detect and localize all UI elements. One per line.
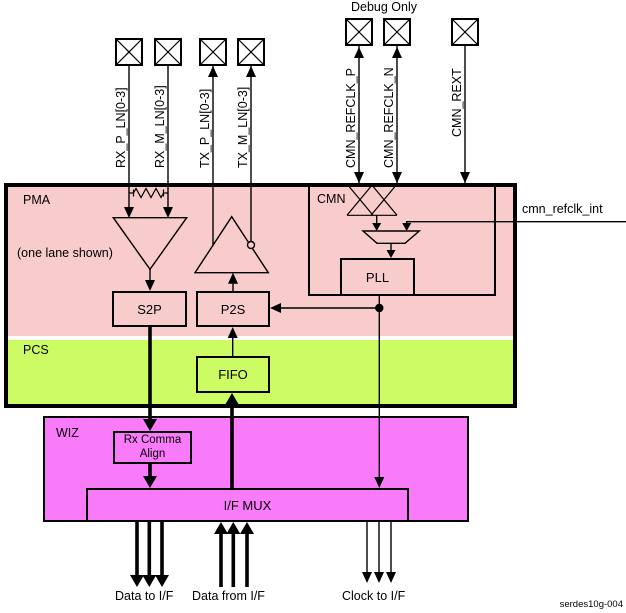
one-lane-note: (one lane shown) [17,246,113,260]
rx-m-pin-label: RX_M_LN[0-3] [152,85,167,168]
if-mux-box: I/F MUX [86,488,409,522]
rext-pin-label: CMN_REXT [449,68,464,137]
pad-rext [451,18,479,46]
p2s-box: P2S [196,291,270,327]
pad-refclk-n [383,18,411,46]
refclk-n-pin-label: CMN_REFCLK_N [381,67,396,168]
s2p-box: S2P [112,291,187,327]
pll-label: PLL [365,269,390,285]
data-from-if-label: Data from I/F [192,589,265,603]
cmn-label: CMN [317,192,346,206]
pad-rx-m [154,38,182,66]
bond-pads [115,18,479,66]
rx-comma-align-label-line1: Rx Comma [123,433,182,446]
pma-label: PMA [23,193,51,207]
fifo-box: FIFO [196,356,270,393]
wiz-label: WIZ [56,426,79,440]
data-to-if-label: Data to I/F [115,589,174,603]
tx-p-pin-label: TX_P_LN[0-3] [197,88,212,168]
if-mux-label: I/F MUX [223,497,272,513]
pad-rx-p [115,38,143,66]
rx-p-pin-label: RX_P_LN[0-3] [113,87,128,168]
fifo-label: FIFO [218,367,248,382]
cmn-refclk-int-label: cmn_refclk_int [522,202,603,216]
p2s-label: P2S [220,301,246,317]
clock-to-if-label: Clock to I/F [342,589,406,603]
pcs-label: PCS [23,343,49,357]
pad-tx-p [199,38,227,66]
pll-box: PLL [340,258,415,296]
refclk-p-pin-label: CMN_REFCLK_P [343,67,358,168]
tx-m-pin-label: TX_M_LN[0-3] [235,86,250,168]
figure-id: serdes10g-004 [559,599,623,610]
rx-comma-align-label-line2: Align [139,447,166,460]
pad-tx-m [237,38,265,66]
rx-comma-align-box: Rx Comma Align [113,431,192,464]
pma-pcs-divider [8,336,513,340]
s2p-label: S2P [137,301,162,317]
pad-refclk-p [345,18,373,46]
debug-only-label: Debug Only [350,0,417,14]
